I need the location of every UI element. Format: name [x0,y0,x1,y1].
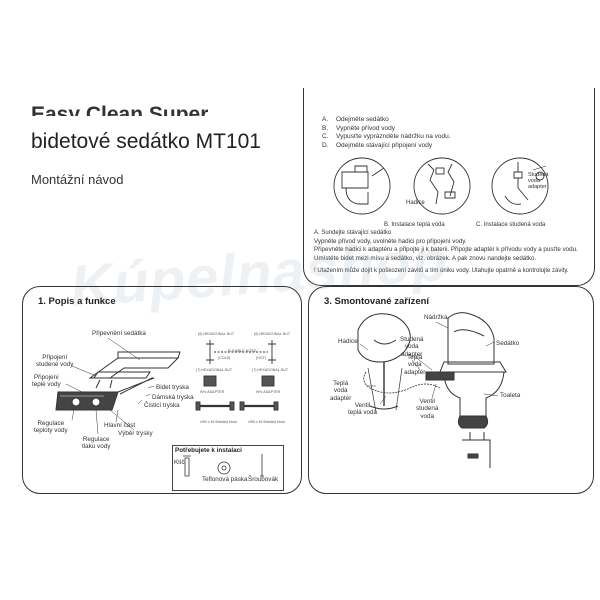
label-hex-nut-cold: (6) HEXAGONAL NUT [198,332,235,336]
parts-panel-title: 1. Popis a funkce [38,296,116,307]
screwdriver-icon [260,454,264,477]
label-valve-cold: Ventil studená voda [416,398,439,420]
label-bidet-nozzle: Bidet tryska [156,384,189,391]
label-braided-hose-1: xΦ5 x 45 Braided Hose [200,420,238,424]
label-hex-nut-4: (7) HEXAGONAL NUT [252,368,289,372]
label-braided-hose-2: xΦ8 x 45 Braided Hose [248,420,286,424]
label-hose: Hadice [338,338,358,345]
step-b-caption: B. Instalace teplá voda [384,222,445,228]
tool-key-label: Klíč [174,459,185,466]
tool-tape-label: Teflonová páska [202,476,248,483]
label-hex-nut-3: (7) HEXAGONAL NUT [196,368,233,372]
label-temperature-regulation: Regulace teploty vody [34,420,68,435]
label-cold-connection: Připojení studené vody [36,354,74,369]
step-c-caption: C. Instalace studená voda [476,222,546,228]
brand-title: Easy Clean Super [31,103,209,116]
label-nozzle-selection: Výběr trysky [118,430,153,437]
note-line: Umístěte bidet mezi mísu a sedátko, viz.… [314,254,537,262]
label-cold: (COLD) [218,356,231,360]
label-hex-nut-hot: (6) HEXAGONAL NUT [254,332,291,336]
step-c-circle [491,157,549,215]
cold-adapter-caption: Studená voda adapter [528,172,549,190]
label-lady-nozzle: Dámská tryska [152,394,194,401]
label-adapter-2: W½ ADAPTER [256,390,281,394]
label-flexible-hose: FLEXIBLE HOSE [228,349,256,353]
tape-icon [217,461,231,475]
tank-shape [447,312,495,365]
step-item: D.Odejměte stávající připojení vody [322,141,433,149]
label-tank: Nádržka [424,314,448,321]
step-a-circle [333,157,391,215]
label-toilet: Toaleta [500,392,521,399]
label-seat: Sedátko [496,340,520,347]
steps-list: A.Odejměte sedátko B.Vypněte přívod vody… [322,116,451,150]
step-item: A.Odejměte sedátko [322,116,389,123]
assembled-panel [308,286,594,494]
step-item: B.Vypněte přívod vody [322,124,396,132]
assembled-panel-title: 3. Smontované zařízení [324,296,430,307]
label-main-part: Hlavní část [104,422,136,429]
steps-panel [303,88,595,286]
warning-note: ! Utažením může dojít k poškození závitů… [314,268,569,274]
document-subtitle: Montážní návod [31,172,124,187]
sink-shape [357,313,411,363]
label-valve-warm: Ventil teplá voda [348,402,378,417]
label-pressure-regulation: Regulace tlaku vody [82,436,111,451]
warning-icon: ! [314,268,318,274]
tools-title: Potřebujete k instalaci [175,447,242,454]
parts-panel [22,286,302,494]
label-warm-adapter: Teplá voda adaptér [330,380,352,402]
toilet-icon [341,171,369,205]
step-a-caption: A. Sundejte stávající sedátko [314,230,392,236]
label-warm-adapter-2: Teplá voda adaptér [404,354,426,376]
note-line: Připevněte hadici k adaptéru a připojte … [314,246,578,254]
product-title: bidetové sedátko MT101 [31,130,261,153]
instruction-notes: Vypněte přívod vody, uvolněte hadici pro… [314,238,589,263]
hose-caption: Hadice [406,200,425,206]
step-b-circle [413,157,471,215]
label-seat-mount: Připevnění sedátka [92,330,146,337]
label-hot: (HOT) [256,356,266,360]
wrench-icon [183,455,191,477]
note-line: Vypněte přívod vody, uvolněte hadici pro… [314,238,467,245]
tool-screwdriver-label: Šroubovák [248,476,279,483]
step-item: C.Vypusťte vypráznděte nádržku na vodu. [322,133,451,140]
label-cleaning-nozzle: Čisticí tryska [144,402,180,409]
label-cold-adapter: Studená voda adapter [400,336,424,358]
label-adapter-1: W½ ADAPTER [200,390,225,394]
tools-box: Potřebujete k instalaci [172,445,284,491]
label-warm-connection: Připojení teplé vody [32,374,61,389]
